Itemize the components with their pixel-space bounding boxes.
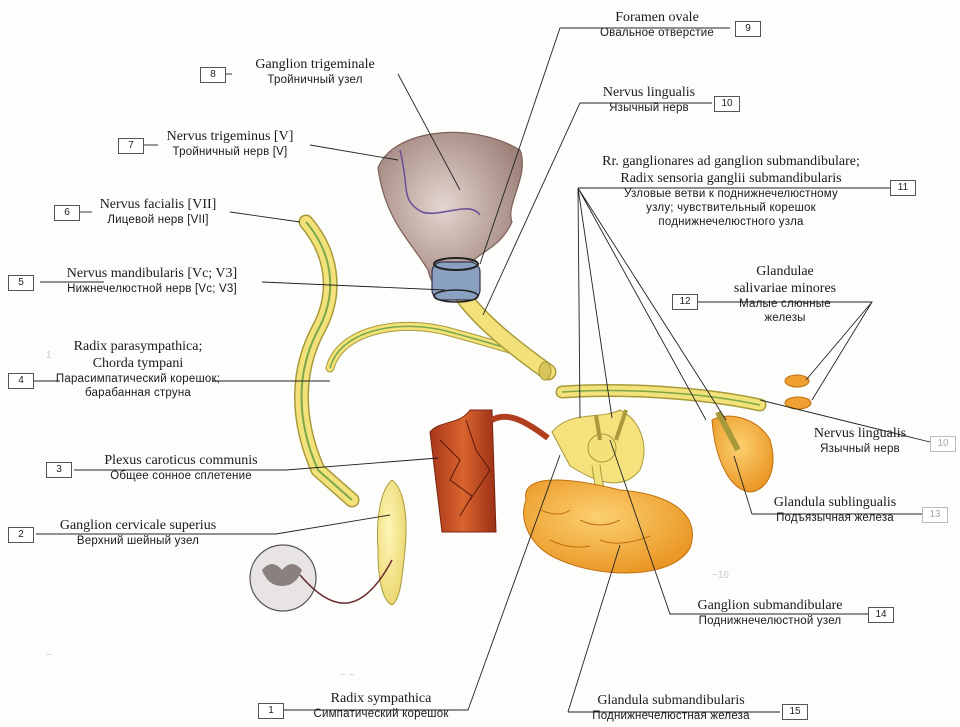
margin-mark: ~16 [712, 570, 729, 581]
label-latin: Ganglion submandibulare [672, 597, 868, 614]
label-russian: Верхний шейный узел [38, 534, 238, 548]
label-latin: Glandula submandibularis [560, 692, 782, 709]
label-nervus-lingualis-right: Nervus lingualis Язычный нерв [790, 425, 930, 456]
label-russian: Поднижнечелюстной узел [672, 614, 868, 628]
label-glandulae-salivariae-minores: Glandulae salivariae minores Малые слюнн… [698, 263, 872, 325]
label-ganglion-cervicale-superius: Ganglion cervicale superius Верхний шейн… [38, 517, 238, 548]
label-glandula-sublingualis: Glandula sublingualis Подъязычная железа [752, 494, 918, 525]
label-number-9: 9 [735, 21, 761, 37]
margin-mark: 1 [46, 350, 52, 361]
label-russian: Парасимпатический корешок; барабанная ст… [38, 372, 238, 400]
label-radix-parasympathica: Radix parasympathica; Chorda tympani Пар… [38, 338, 238, 400]
label-number-6: 6 [54, 205, 80, 221]
label-russian: Лицевой нерв [VII] [84, 213, 232, 227]
label-nervus-mandibularis: Nervus mandibularis [Vc; V3] Нижнечелюст… [38, 265, 266, 296]
label-latin: Ganglion cervicale superius [38, 517, 238, 534]
label-latin: Ganglion trigeminale [230, 56, 400, 73]
label-number-11: 11 [890, 180, 916, 196]
label-number-10-right: 10 [930, 436, 956, 452]
label-nervus-lingualis-top: Nervus lingualis Язычный нерв [584, 84, 714, 115]
label-russian: Поднижнечелюстная железа [560, 709, 782, 723]
label-russian: Овальное отверстие [582, 26, 732, 40]
label-number-2: 2 [8, 527, 34, 543]
label-latin: Nervus lingualis [584, 84, 714, 101]
margin-mark: ~ ~ [340, 670, 354, 681]
minor-salivary-glands-shape [785, 375, 811, 409]
label-latin: Radix parasympathica; Chorda tympani [38, 338, 238, 372]
label-foramen-ovale: Foramen ovale Овальное отверстие [582, 9, 732, 40]
label-latin: Nervus mandibularis [Vc; V3] [38, 265, 266, 282]
label-ganglion-trigeminale: Ganglion trigeminale Тройничный узел [230, 56, 400, 87]
label-latin: Foramen ovale [582, 9, 732, 26]
label-latin: Nervus trigeminus [V] [148, 128, 312, 145]
margin-mark: ~ [46, 650, 52, 661]
facial-nerve-shape [302, 222, 353, 500]
label-number-1: 1 [258, 703, 284, 719]
label-russian: Тройничный узел [230, 73, 400, 87]
label-number-13: 13 [922, 507, 948, 523]
label-latin: Rr. ganglionares ad ganglion submandibul… [572, 153, 890, 187]
label-nervus-facialis: Nervus facialis [VII] Лицевой нерв [VII] [84, 196, 232, 227]
label-ganglion-submandibulare: Ganglion submandibulare Поднижнечелюстно… [672, 597, 868, 628]
label-number-15: 15 [782, 704, 808, 720]
label-latin: Radix sympathica [288, 690, 474, 707]
label-latin: Glandula sublingualis [752, 494, 918, 511]
sublingual-gland-shape [712, 412, 773, 492]
label-number-4: 4 [8, 373, 34, 389]
label-nervus-trigeminus: Nervus trigeminus [V] Тройничный нерв [V… [148, 128, 312, 159]
label-number-14: 14 [868, 607, 894, 623]
label-rr-ganglionares: Rr. ganglionares ad ganglion submandibul… [572, 153, 890, 229]
label-russian: Общее сонное сплетение [76, 469, 286, 483]
label-russian: Язычный нерв [584, 101, 714, 115]
label-number-8: 8 [200, 67, 226, 83]
label-glandula-submandibularis: Glandula submandibularis Поднижнечелюстн… [560, 692, 782, 723]
label-russian: Язычный нерв [790, 442, 930, 456]
label-latin: Nervus facialis [VII] [84, 196, 232, 213]
label-plexus-caroticus-communis: Plexus caroticus communis Общее сонное с… [76, 452, 286, 483]
label-latin: Plexus caroticus communis [76, 452, 286, 469]
label-russian: Симпатический корешок [288, 707, 474, 721]
superior-cervical-ganglion-shape [378, 480, 407, 605]
label-russian: Тройничный нерв [V] [148, 145, 312, 159]
label-number-12: 12 [672, 294, 698, 310]
label-number-3: 3 [46, 462, 72, 478]
label-number-5: 5 [8, 275, 34, 291]
spinal-cord-shape [250, 545, 392, 611]
label-russian: Малые слюнные железы [698, 297, 872, 325]
label-latin: Glandulae salivariae minores [698, 263, 872, 297]
label-russian: Узловые ветви к поднижнечелюстному узлу;… [572, 187, 890, 229]
label-latin: Nervus lingualis [790, 425, 930, 442]
label-russian: Нижнечелюстной нерв [Vc; V3] [38, 282, 266, 296]
label-russian: Подъязычная железа [752, 511, 918, 525]
label-number-10: 10 [714, 96, 740, 112]
submandibular-gland-shape [524, 480, 693, 573]
label-radix-sympathica: Radix sympathica Симпатический корешок [288, 690, 474, 721]
label-number-7: 7 [118, 138, 144, 154]
